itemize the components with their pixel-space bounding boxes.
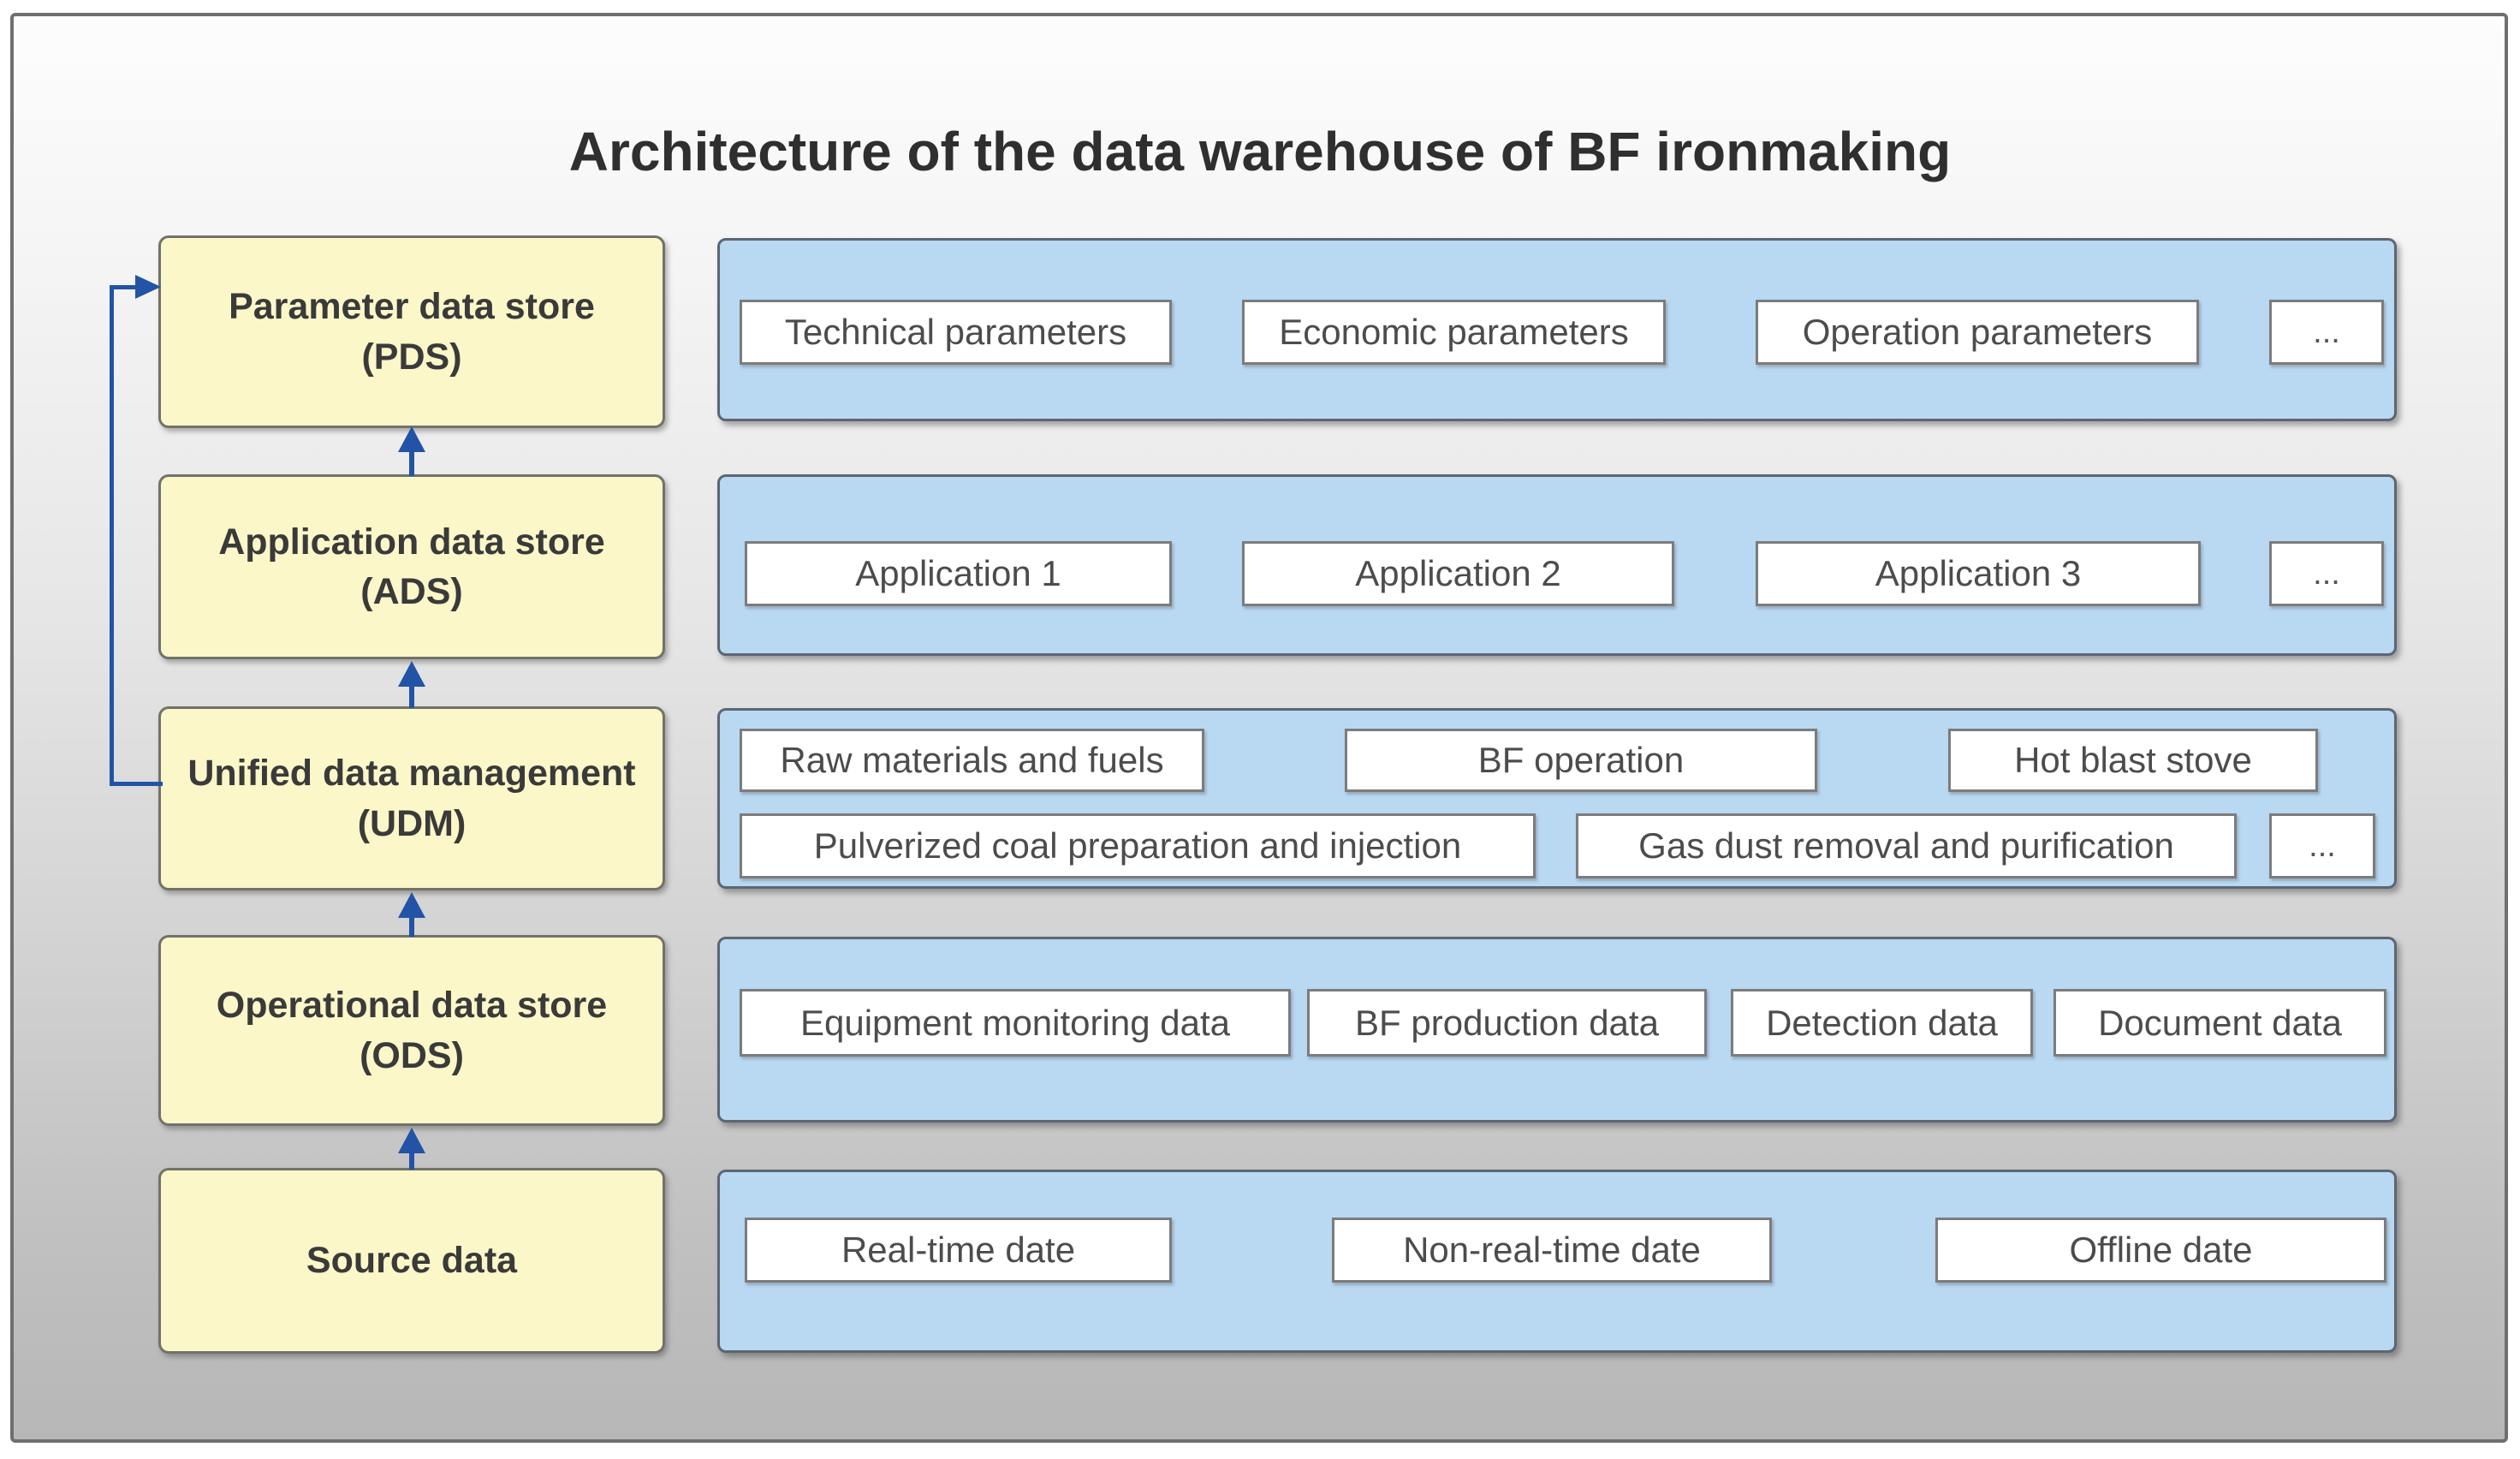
item-box: Offline date [1935, 1218, 2386, 1283]
item-box: Economic parameters [1242, 300, 1666, 365]
item-box: Detection data [1731, 989, 2033, 1057]
layer-label-line2: (ODS) [360, 1034, 464, 1076]
layer-box-ads: Application data store (ADS) [158, 474, 665, 659]
item-box: Pulverized coal preparation and injectio… [740, 813, 1536, 878]
layer-label-line1: Source data [306, 1240, 518, 1282]
panel-source: Real-time date Non-real-time date Offlin… [717, 1170, 2397, 1353]
up-arrow-source-to-ods [398, 1128, 425, 1170]
layer-label-line2: (PDS) [361, 336, 462, 378]
layer-label-line2: (UDM) [357, 802, 467, 844]
item-box: Operation parameters [1756, 300, 2199, 365]
up-arrow-ads-to-pds [398, 426, 425, 476]
item-box-ellipsis: ... [2269, 541, 2384, 606]
feedback-line-bottom [110, 782, 163, 786]
arrow-stem [409, 1153, 414, 1170]
layer-box-udm: Unified data management (UDM) [158, 706, 665, 890]
arrowhead-icon [398, 892, 425, 918]
panel-ads: Application 1 Application 2 Application … [717, 474, 2397, 656]
arrow-stem [409, 918, 414, 937]
layer-label-line2: (ADS) [360, 571, 463, 612]
feedback-line-top [110, 285, 139, 289]
layer-label-line1: Application data store [218, 521, 605, 563]
arrowhead-icon [398, 1128, 425, 1153]
layer-label-line1: Unified data management [187, 753, 636, 795]
item-box: Non-real-time date [1332, 1218, 1772, 1283]
arrowhead-icon [398, 426, 425, 452]
item-box: BF production data [1307, 989, 1707, 1057]
item-box: Document data [2053, 989, 2386, 1057]
item-box: Application 3 [1756, 541, 2201, 606]
panel-udm: Raw materials and fuels BF operation Hot… [717, 708, 2397, 889]
arrow-stem [409, 452, 414, 476]
item-box: BF operation [1345, 729, 1817, 792]
layer-label-line1: Parameter data store [229, 286, 595, 328]
arrow-stem [409, 687, 414, 708]
item-box-ellipsis: ... [2269, 300, 2384, 365]
item-box: Gas dust removal and purification [1576, 813, 2237, 878]
layer-box-ods: Operational data store (ODS) [158, 935, 665, 1126]
feedback-arrowhead-icon [135, 275, 161, 299]
feedback-line-vertical [110, 285, 114, 786]
item-box: Equipment monitoring data [740, 989, 1291, 1057]
item-box: Application 1 [745, 541, 1172, 606]
item-box: Application 2 [1242, 541, 1674, 606]
item-box: Real-time date [745, 1218, 1172, 1283]
arrowhead-icon [398, 661, 425, 687]
item-box: Raw materials and fuels [740, 729, 1204, 792]
up-arrow-udm-to-ads [398, 661, 425, 708]
item-box: Technical parameters [740, 300, 1172, 365]
layer-box-pds: Parameter data store (PDS) [158, 235, 665, 428]
item-box: Hot blast stove [1948, 729, 2318, 792]
panel-pds: Technical parameters Economic parameters… [717, 238, 2397, 421]
up-arrow-ods-to-udm [398, 892, 425, 937]
panel-ods: Equipment monitoring data BF production … [717, 937, 2397, 1123]
item-box-ellipsis: ... [2269, 813, 2375, 878]
layer-label-line1: Operational data store [216, 985, 608, 1027]
layer-box-source: Source data [158, 1168, 665, 1354]
diagram-title: Architecture of the data warehouse of BF… [568, 121, 1952, 182]
